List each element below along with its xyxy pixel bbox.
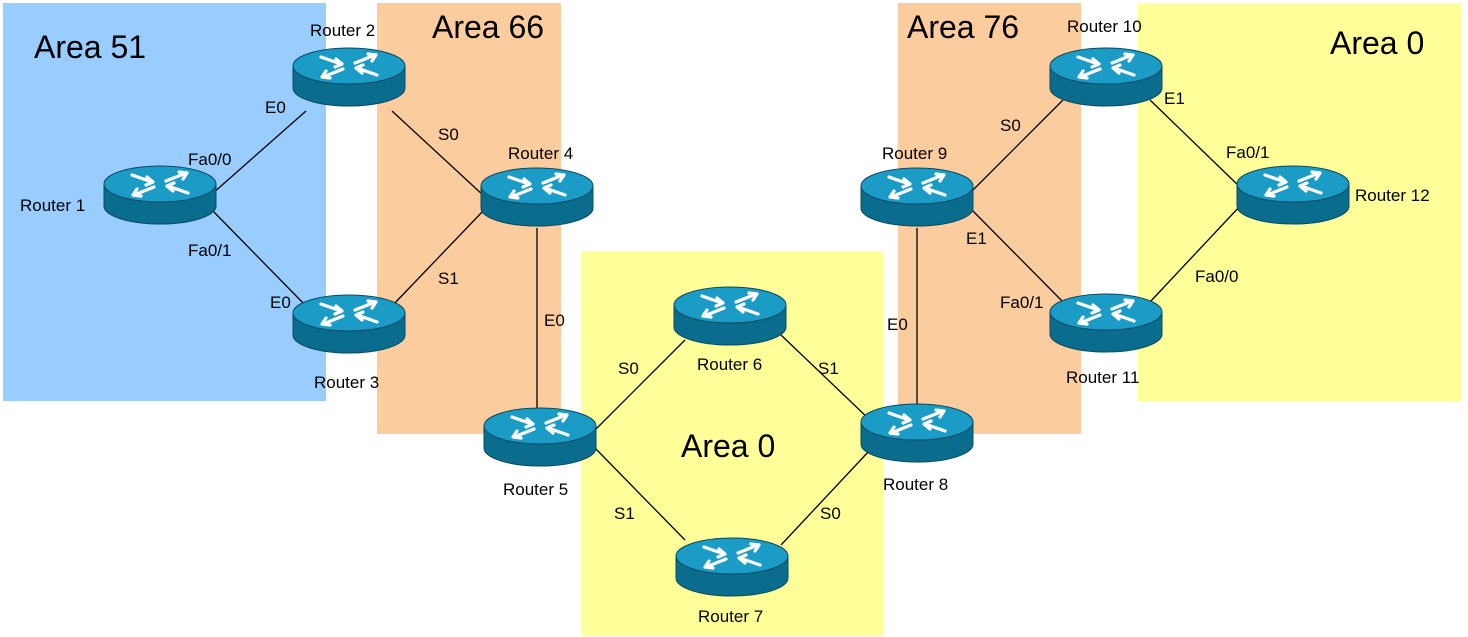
iface-r8-s0: S0 bbox=[820, 504, 841, 523]
router-3-label: Router 3 bbox=[314, 373, 379, 392]
link-r6-r8 bbox=[780, 334, 871, 421]
area-0-center-label: Area 0 bbox=[681, 428, 775, 464]
router-icon[interactable] bbox=[674, 536, 790, 598]
router-labels: Router 1 Router 2 Router 3 Router 4 Rout… bbox=[20, 17, 1430, 626]
router-1-label: Router 1 bbox=[20, 196, 85, 215]
link-r9-r11 bbox=[969, 207, 1064, 303]
router-icon[interactable] bbox=[482, 406, 598, 468]
router-7-label: Router 7 bbox=[698, 607, 763, 626]
iface-r3-e0: E0 bbox=[270, 293, 291, 312]
link-r11-r12 bbox=[1149, 204, 1242, 303]
link-r1-r3 bbox=[211, 209, 307, 307]
link-r2-r4 bbox=[391, 110, 485, 197]
iface-r6-s1: S1 bbox=[818, 359, 839, 378]
router-icon[interactable] bbox=[479, 166, 595, 228]
area-76-label: Area 76 bbox=[907, 9, 1019, 45]
router-6-label: Router 6 bbox=[697, 355, 762, 374]
link-r3-r4 bbox=[391, 209, 485, 307]
iface-r5-s0: S0 bbox=[618, 359, 639, 378]
area-66-label: Area 66 bbox=[432, 9, 544, 45]
router-icon[interactable] bbox=[291, 293, 407, 355]
router-5-label: Router 5 bbox=[503, 480, 568, 499]
link-r5-r6 bbox=[594, 339, 686, 431]
iface-r2-s0: S0 bbox=[438, 125, 459, 144]
iface-r10-e1: E1 bbox=[1164, 89, 1185, 108]
area-51-label: Area 51 bbox=[34, 29, 146, 65]
link-r7-r8 bbox=[780, 449, 871, 546]
router-8-label: Router 8 bbox=[883, 475, 948, 494]
router-icon[interactable] bbox=[1048, 46, 1164, 108]
router-icon[interactable] bbox=[1048, 292, 1164, 354]
iface-r11-fa01: Fa0/1 bbox=[1000, 293, 1043, 312]
area-labels: Area 51 Area 66 Area 0 Area 76 Area 0 bbox=[34, 9, 1424, 464]
links bbox=[211, 99, 1242, 546]
link-r1-r2 bbox=[211, 110, 307, 195]
iface-r9-e1: E1 bbox=[966, 229, 987, 248]
router-9-label: Router 9 bbox=[882, 144, 947, 163]
router-icon[interactable] bbox=[859, 402, 975, 464]
router-10-label: Router 10 bbox=[1067, 17, 1142, 36]
iface-r9-e0: E0 bbox=[887, 315, 908, 334]
router-2-label: Router 2 bbox=[310, 21, 375, 40]
router-icon[interactable] bbox=[102, 164, 218, 226]
area-0-right-label: Area 0 bbox=[1330, 25, 1424, 61]
router-icon[interactable] bbox=[291, 46, 407, 108]
iface-r1-fa01: Fa0/1 bbox=[188, 241, 231, 260]
router-icon[interactable] bbox=[859, 166, 975, 228]
iface-r9-s0: S0 bbox=[1000, 116, 1021, 135]
iface-r1-fa00: Fa0/0 bbox=[188, 150, 231, 169]
iface-r5-s1: S1 bbox=[614, 504, 635, 523]
iface-r3-s1: S1 bbox=[438, 269, 459, 288]
router-4-label: Router 4 bbox=[508, 144, 573, 163]
router-icon[interactable] bbox=[1235, 164, 1351, 226]
router-icon[interactable] bbox=[672, 285, 788, 347]
link-r9-r10 bbox=[969, 99, 1064, 194]
iface-r4-e0: E0 bbox=[544, 311, 565, 330]
router-11-label: Router 11 bbox=[1066, 368, 1139, 387]
iface-r12-fa00: Fa0/0 bbox=[1195, 267, 1238, 286]
link-r5-r7 bbox=[594, 447, 686, 541]
iface-r2-e0: E0 bbox=[265, 98, 286, 117]
interface-labels: Fa0/0 Fa0/1 E0 E0 S0 S1 E0 S0 S1 S1 S0 E… bbox=[188, 89, 1269, 523]
link-r10-r12 bbox=[1149, 99, 1242, 189]
router-12-label: Router 12 bbox=[1355, 186, 1430, 205]
iface-r12-fa01: Fa0/1 bbox=[1226, 143, 1269, 162]
